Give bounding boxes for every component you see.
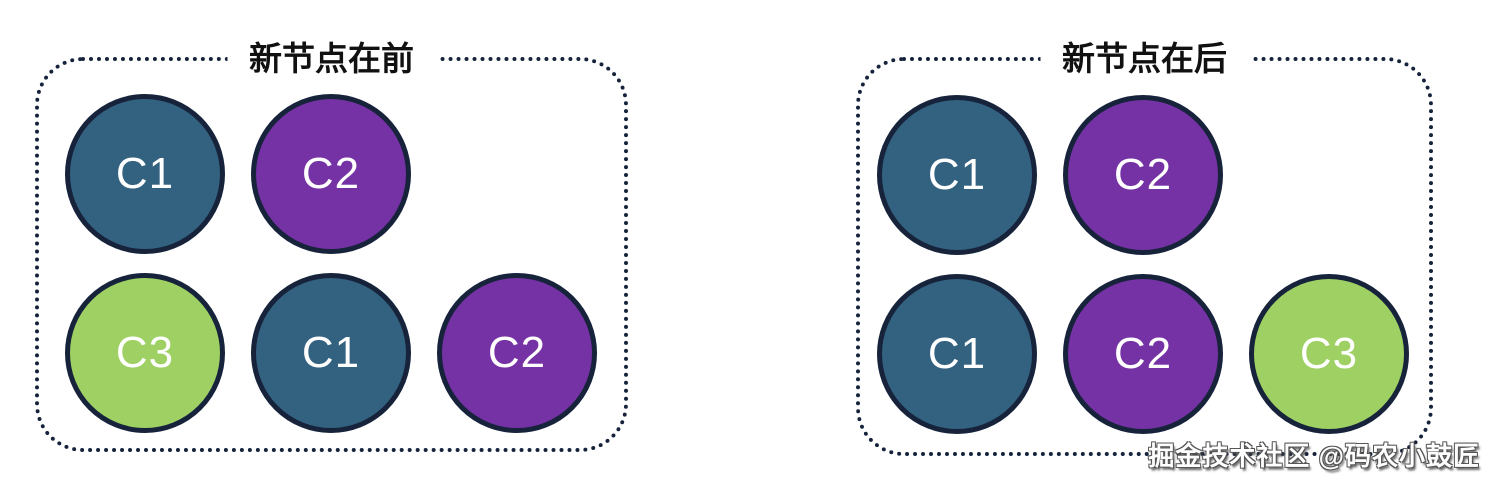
panel-title: 新节点在后 xyxy=(1040,37,1249,81)
node-circle-c3: C3 xyxy=(65,273,225,433)
node-row: C1 C2 xyxy=(877,95,1429,255)
node-label: C2 xyxy=(1113,329,1173,378)
node-row: C1 C2 C3 xyxy=(877,274,1429,434)
node-circle-c2: C2 xyxy=(1063,95,1223,255)
node-row: C3 C1 C2 xyxy=(65,273,624,433)
node-row: C1 C2 xyxy=(65,94,624,254)
node-label: C3 xyxy=(115,328,175,377)
node-circle-c1: C1 xyxy=(65,94,225,254)
node-circle-c3: C3 xyxy=(1249,274,1409,434)
node-circle-c2: C2 xyxy=(251,94,411,254)
node-label: C2 xyxy=(1113,150,1173,199)
node-circle-c2: C2 xyxy=(437,273,597,433)
node-label: C3 xyxy=(1299,329,1359,378)
node-label: C1 xyxy=(301,328,361,377)
node-circle-c1: C1 xyxy=(251,273,411,433)
watermark: 掘金技术社区 @码农小鼓匠 xyxy=(1148,441,1480,471)
group-new-node-front: 新节点在前 C1 C2 C3 C1 C2 xyxy=(35,37,628,452)
node-label: C2 xyxy=(487,328,547,377)
group-new-node-behind: 新节点在后 C1 C2 C1 C2 C3 xyxy=(856,37,1433,456)
node-circle-c1: C1 xyxy=(877,95,1037,255)
panel-title: 新节点在前 xyxy=(227,37,436,81)
node-circle-c1: C1 xyxy=(877,274,1037,434)
node-label: C1 xyxy=(927,150,987,199)
node-label: C1 xyxy=(115,149,175,198)
node-grid: C1 C2 C3 C1 C2 xyxy=(39,61,624,433)
node-grid: C1 C2 C1 C2 C3 xyxy=(860,61,1429,434)
node-label: C2 xyxy=(301,149,361,198)
node-circle-c2: C2 xyxy=(1063,274,1223,434)
node-label: C1 xyxy=(927,329,987,378)
